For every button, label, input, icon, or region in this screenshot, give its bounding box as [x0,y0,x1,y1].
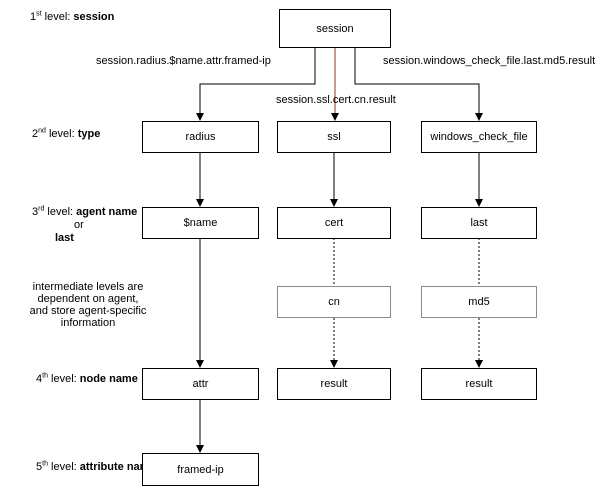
node-name: $name [142,207,259,239]
level-3-label: 3rd level: agent name or last [32,205,138,244]
edge-session-windows [354,48,483,121]
node-attr: attr [142,368,259,400]
path-label-windows: session.windows_check_file.last.md5.resu… [383,55,596,67]
level-4-label: 4th level: node name [36,372,138,385]
node-session: session [279,9,391,48]
node-result-windows: result [421,368,537,400]
level-1-label: 1st level: session [30,10,115,23]
path-label-radius: session.radius.$name.attr.framed-ip [96,55,271,67]
node-cert: cert [277,207,391,239]
node-last: last [421,207,537,239]
level-2-label: 2nd level: type [32,127,101,140]
node-windows-check-file: windows_check_file [421,121,537,153]
path-label-ssl: session.ssl.cert.cn.result [276,94,396,106]
node-result-ssl: result [277,368,391,400]
node-ssl: ssl [277,121,391,153]
node-radius: radius [142,121,259,153]
level-5-label: 5th level: attribute name [36,460,156,473]
edge-session-radius [196,48,316,121]
intermediate-levels-note: intermediate levels are dependent on age… [29,281,147,329]
node-cn: cn [277,286,391,318]
node-md5: md5 [421,286,537,318]
node-framed-ip: framed-ip [142,453,259,486]
